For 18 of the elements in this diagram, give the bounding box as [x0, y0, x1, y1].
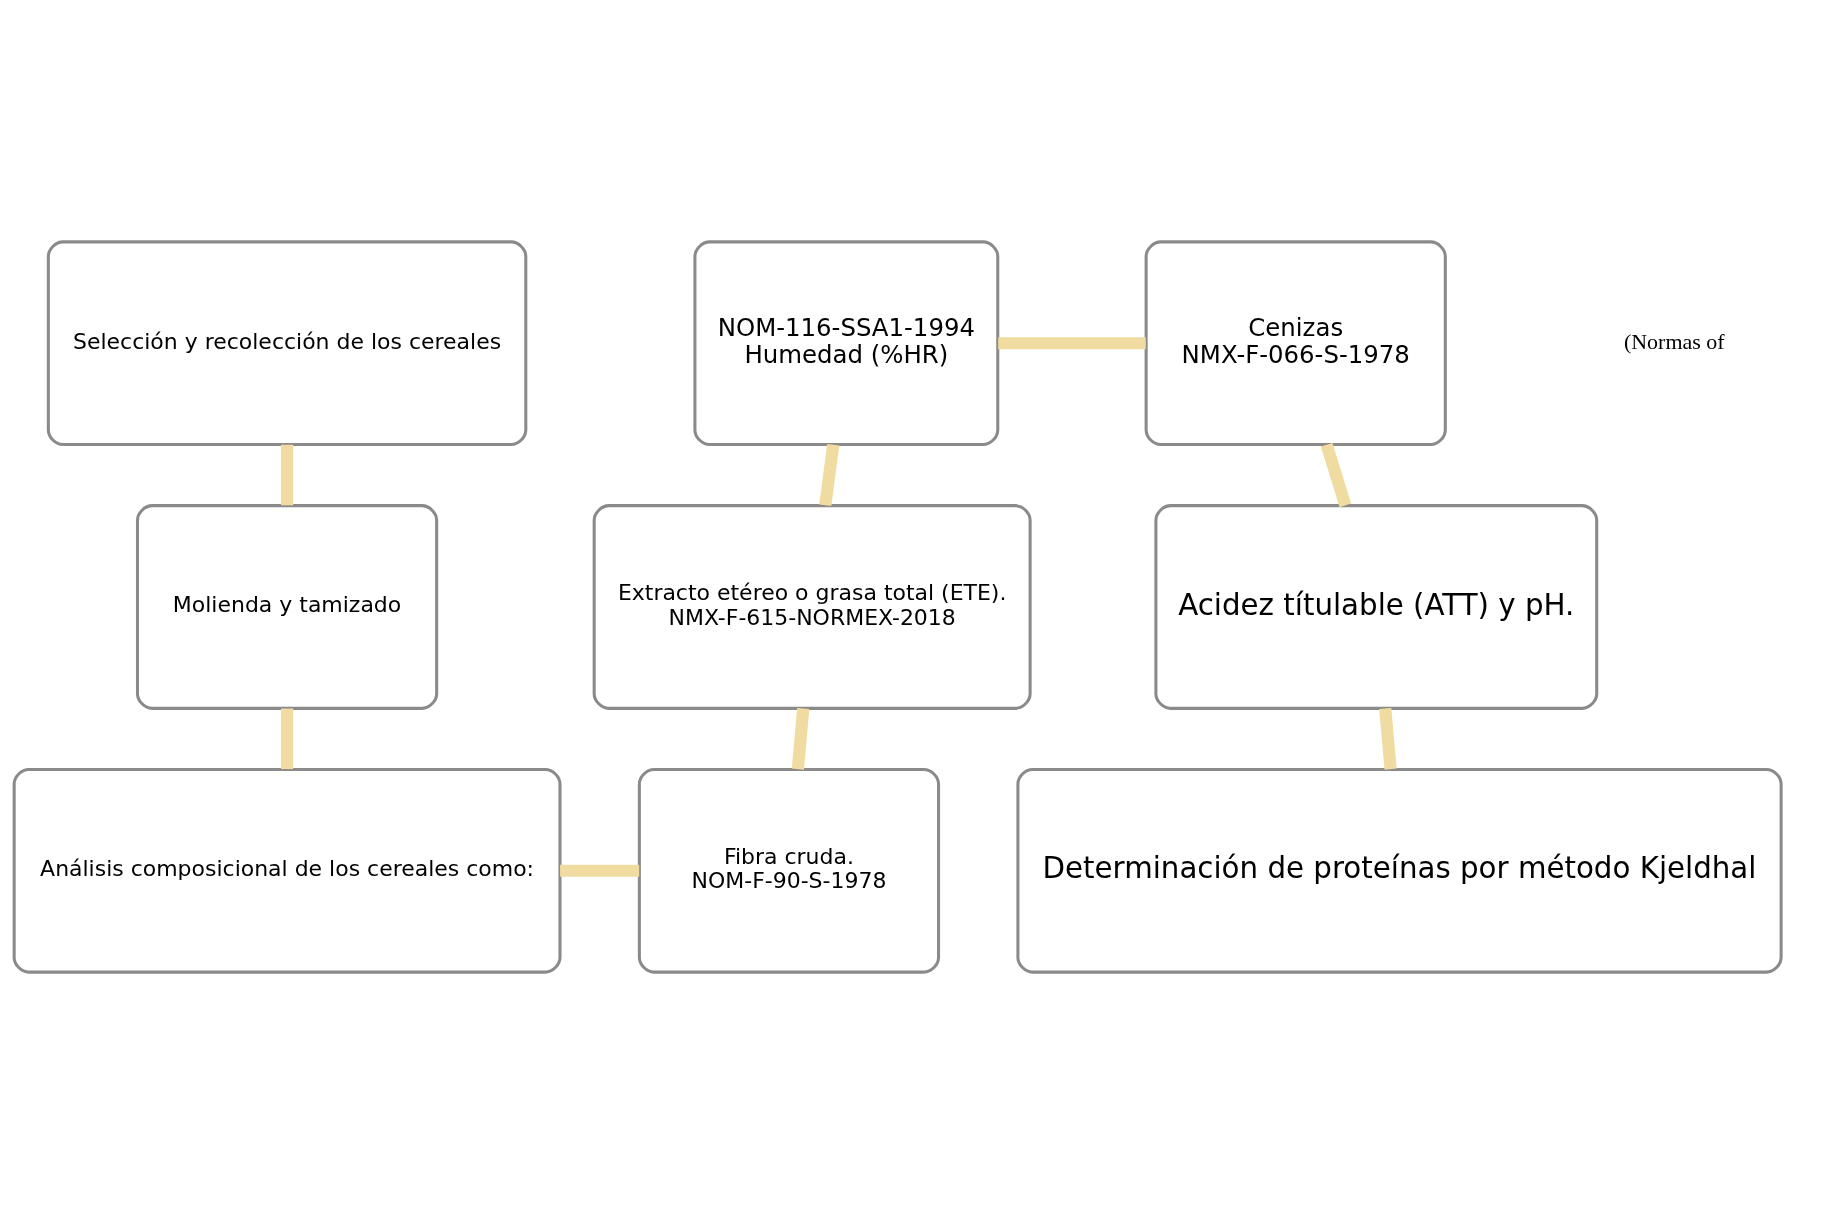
node-box: Extracto etéreo o grasa total (ETE). NMX-F-615-NORMEX-2018 [592, 504, 1032, 710]
node-box: Fibra cruda. NOM-F-90-S-1978 [637, 767, 940, 974]
connector [1320, 442, 1351, 508]
connector [1378, 707, 1397, 770]
label: (Normas of [1623, 328, 1725, 354]
node-box: Molienda y tamizado [135, 504, 438, 710]
node-box: NOM-116-SSA1-1994 Humedad (%HR) [692, 240, 999, 447]
connector [818, 443, 839, 507]
connector [791, 707, 809, 770]
connector [280, 444, 293, 506]
node-box: Determinación de proteínas por método Kjeldhal [1015, 767, 1783, 974]
node-box: Selección y recolección de los cereales [46, 240, 527, 447]
node-box: Cenizas NMX-F-066-S-1978 [1144, 240, 1447, 447]
node-box: Análisis composicional de los cereales como: [12, 767, 561, 974]
node-box: Acidez títulable (ATT) y pH. [1153, 504, 1598, 710]
connector [280, 708, 293, 770]
connector [997, 337, 1146, 350]
connector [559, 864, 639, 877]
